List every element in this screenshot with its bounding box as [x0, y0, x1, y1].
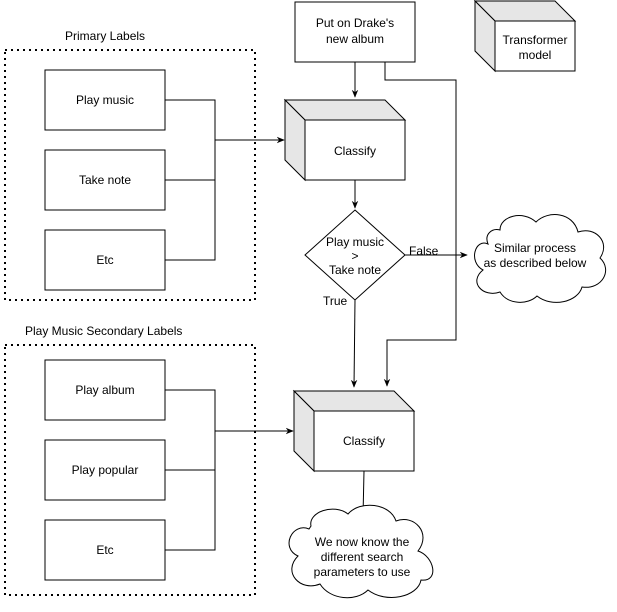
legend-line-2: model: [519, 48, 552, 62]
secondary-label-play-popular: Play popular: [72, 463, 139, 477]
classify-bottom-node: Classify: [292, 389, 416, 473]
result-cloud-line-3: parameters to use: [314, 565, 411, 579]
true-edge-arrow: [350, 299, 358, 388]
similar-cloud-line-2: as described below: [484, 256, 587, 270]
primary-label-take-note-box: [44, 149, 166, 211]
classify-top-label: Classify: [334, 144, 376, 158]
primary-label-play-music-box: [44, 69, 166, 131]
input-line-2: new album: [326, 32, 384, 46]
secondary-label-etc-box: [44, 519, 166, 581]
primary-label-take-note: Take note: [79, 173, 131, 187]
primary-label-play-music: Play music: [76, 93, 134, 107]
primary-labels-title: Primary Labels: [65, 29, 145, 43]
input-box: [294, 1, 416, 63]
input-to-bottom-classify-arrow: [383, 62, 457, 387]
result-cloud-line-2: different search: [321, 550, 404, 564]
decision-line-3: Take note: [329, 263, 381, 277]
true-edge-label: True: [323, 294, 348, 308]
input-node: Put on Drake's new album: [294, 1, 416, 63]
decision-line-2: >: [351, 249, 358, 263]
secondary-label-play-popular-box: [44, 439, 166, 501]
transformer-model-legend: Transformer model: [473, 0, 577, 73]
similar-cloud-line-1: Similar process: [494, 241, 576, 255]
primary-label-etc: Etc: [96, 253, 113, 267]
result-cloud-line-1: We now know the: [315, 535, 410, 549]
false-edge-label: False: [409, 244, 439, 258]
secondary-labels-title: Play Music Secondary Labels: [25, 324, 182, 338]
decision-line-1: Play music: [326, 235, 384, 249]
classify-top-node: Classify: [283, 98, 407, 182]
secondary-labels-frame: [4, 344, 256, 596]
primary-connectors: [165, 99, 285, 261]
input-line-1: Put on Drake's: [316, 16, 394, 30]
secondary-labels-group: Play Music Secondary Labels Play album P…: [4, 324, 256, 596]
secondary-label-etc: Etc: [96, 543, 113, 557]
primary-labels-group: Primary Labels Play music Take note Etc: [4, 29, 256, 301]
classify-bottom-label: Classify: [343, 434, 385, 448]
decision-node: Play music > Take note: [304, 209, 406, 301]
legend-line-1: Transformer: [503, 33, 568, 47]
secondary-connectors: [165, 389, 294, 551]
similar-process-cloud: Similar process as described below: [474, 214, 606, 303]
primary-labels-frame: [4, 49, 256, 301]
secondary-label-play-album-box: [44, 359, 166, 421]
result-cloud: We now know the different search paramet…: [288, 504, 434, 599]
secondary-label-play-album: Play album: [75, 383, 134, 397]
